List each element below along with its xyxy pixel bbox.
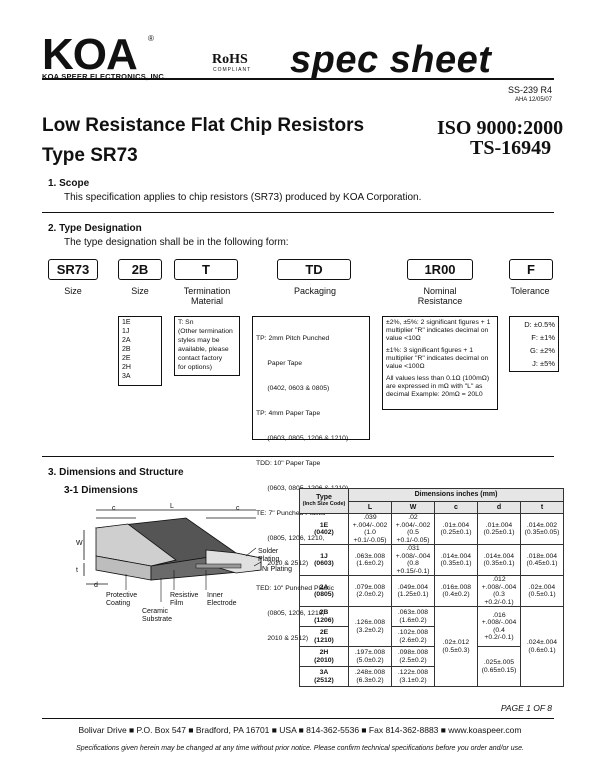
code-box-resistance: 1R00 [407, 259, 473, 280]
col-W: W [391, 500, 435, 514]
label-size-2: Size [131, 286, 149, 296]
dimensions-subheading: 3-1 Dimensions [64, 485, 138, 496]
code-box-size: 2B [118, 259, 162, 280]
tolerance-line: J: ±5% [532, 359, 555, 368]
header-rule [42, 78, 554, 80]
label-inner-electrode: Inner Electrode [207, 592, 237, 607]
footer-address: Bolivar Drive ■ P.O. Box 547 ■ Bradford,… [78, 725, 522, 735]
size-item: 2H [122, 364, 131, 371]
page-title: Low Resistance Flat Chip Resistors [42, 115, 365, 136]
code-box-packaging: TD [277, 259, 351, 280]
scope-text: This specification applies to chip resis… [64, 192, 422, 203]
table-row: 2H(2010) .197±.008 (5.0±0.2) .098±.008 (… [299, 646, 564, 687]
table-row: 2B(1206) .126±.008 (3.2±0.2) .063±.008 (… [299, 606, 564, 687]
col-c: c [434, 500, 478, 514]
table-row: 3A(2512) .248±.008 (6.3±0.2) .122±.008 (… [299, 666, 564, 687]
spec-sheet-title: spec sheet [290, 39, 492, 81]
col-d: d [477, 500, 521, 514]
size-item: 1J [122, 328, 130, 335]
footer-note: Specifications given herein may be chang… [76, 745, 524, 752]
table-header-dims: Dimensions inches (mm) [348, 488, 564, 502]
label-resistance: Nominal Resistance [417, 286, 463, 306]
tolerance-line: D: ±0.5% [524, 320, 555, 329]
dim-W: W [76, 540, 83, 547]
packaging-line: Paper Tape [256, 360, 302, 367]
termination-line: available, please [178, 346, 229, 353]
tolerance-line: G: ±2% [530, 346, 555, 355]
packaging-line: (0402, 0603 & 0805) [256, 385, 330, 392]
page-number: PAGE 1 OF 8 [500, 703, 552, 713]
rohs-logo: RoHS [212, 52, 248, 67]
size-item: 1E [122, 319, 131, 326]
label-size: Size [64, 286, 82, 296]
tolerance-box: D: ±0.5% F: ±1% G: ±2% J: ±5% [509, 316, 559, 372]
company-name: KOA SPEER ELECTRONICS, INC. [42, 72, 167, 81]
section-rule [42, 212, 554, 213]
col-t: t [520, 500, 564, 514]
rohs-compliant: COMPLIANT [213, 67, 252, 73]
termination-line: contact factory [178, 355, 223, 362]
type-title: Type SR73 [42, 145, 138, 166]
code-box-series: SR73 [48, 259, 98, 280]
termination-box: T: Sn (Other termination styles may be a… [174, 316, 240, 376]
size-item: 3A [122, 373, 131, 380]
koa-logo: KOA [42, 30, 138, 79]
packaging-line: TDD: 10" Paper Tape [256, 460, 321, 467]
dim-d: d [94, 582, 98, 589]
resistance-line: All values less than 0.1Ω (100mΩ) are ex… [386, 375, 490, 398]
doc-date: AHA 12/05/07 [514, 97, 552, 103]
size-item: 2B [122, 346, 131, 353]
label-packaging: Packaging [293, 286, 337, 296]
label-tolerance: Tolerance [510, 286, 550, 296]
footer-rule [42, 718, 554, 719]
code-box-tolerance: F [509, 259, 553, 280]
label-ni-plating: Ni Plating [262, 566, 292, 573]
resistance-box: ±2%, ±5%: 2 significant figures + 1 mult… [382, 316, 498, 410]
scope-heading: 1. Scope [48, 178, 90, 189]
label-ceramic-substrate: Ceramic Substrate [142, 608, 172, 623]
dim-c-left: c [112, 505, 116, 512]
packaging-box: TP: 2mm Pitch Punched Paper Tape (0402, … [252, 316, 370, 642]
termination-line: styles may be [178, 337, 220, 344]
ts-cert: TS-16949 [470, 137, 552, 159]
label-protective-coating: Protective Coating [106, 592, 138, 607]
type-designation-heading: 2. Type Designation [48, 223, 142, 234]
section-rule-2 [42, 456, 554, 457]
size-item: 2A [122, 337, 131, 344]
iso-cert: ISO 9000:2000 [437, 117, 564, 139]
table-row: 2E(1210) .102±.008 (2.6±0.2) [299, 626, 564, 647]
packaging-line: (0603, 0805, 1206 & 1210) [256, 435, 349, 442]
size-list: 1E 1J 2A 2B 2E 2H 3A [118, 316, 162, 386]
dim-t: t [76, 567, 78, 574]
label-solder-plating: Solder Plating [258, 548, 280, 563]
doc-number: SS-239 R4 [507, 85, 552, 95]
table-header-type: Type(Inch Size Code) [299, 488, 349, 514]
size-item: 2E [122, 355, 131, 362]
dimensions-heading: 3. Dimensions and Structure [48, 467, 184, 478]
label-resistive-film: Resistive Film [170, 592, 199, 607]
termination-line: (Other termination [178, 328, 233, 335]
table-row: 1E(0402) .039 +.004/-.002 (1.0 +0.1/-0.0… [299, 513, 564, 545]
tolerance-line: F: ±1% [531, 333, 555, 342]
resistance-line: ±1%: 3 significant figures + 1 multiplie… [386, 347, 489, 370]
termination-line: T: Sn [178, 319, 194, 326]
packaging-line: TP: 2mm Pitch Punched [256, 335, 330, 342]
code-box-termination: T [174, 259, 238, 280]
dimensions-table: Type(Inch Size Code) Dimensions inches (… [299, 488, 564, 687]
type-designation-text: The type designation shall be in the fol… [64, 237, 289, 248]
packaging-line: TP: 4mm Paper Tape [256, 410, 321, 417]
label-termination: Termination Material [183, 286, 231, 306]
dim-L: L [170, 503, 174, 510]
table-row: 2A(0805) .079±.008 (2.0±0.2) .049±.004 (… [299, 575, 564, 607]
chip-structure-diagram [83, 509, 262, 602]
termination-line: for options) [178, 364, 213, 371]
registered-mark: ® [148, 34, 154, 43]
resistance-line: ±2%, ±5%: 2 significant figures + 1 mult… [386, 319, 491, 342]
dim-c-right: c [236, 505, 240, 512]
table-row: 1J(0603) .063±.008 (1.6±0.2) .031 +.008/… [299, 544, 564, 576]
col-L: L [348, 500, 392, 514]
